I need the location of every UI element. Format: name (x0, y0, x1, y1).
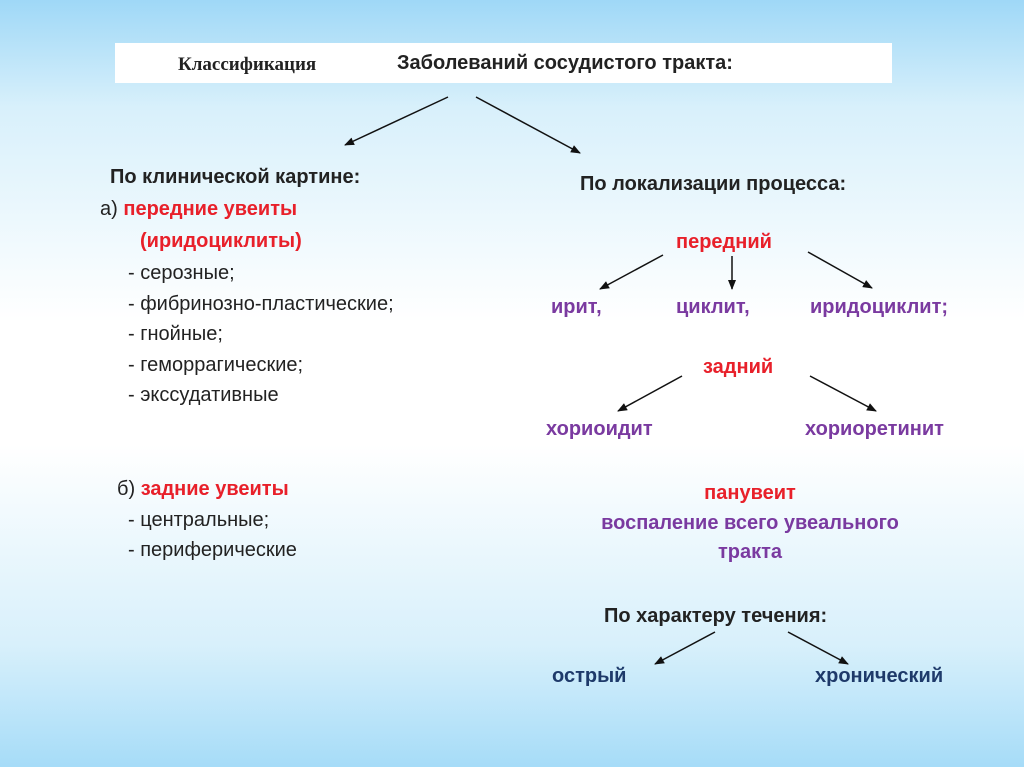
anterior-uveitis-label: передние увеиты (123, 198, 298, 220)
localization-heading: По локализации процесса: (580, 173, 847, 195)
arrow-anterior-iridocyclitis (807, 251, 873, 289)
arrow-course-acute (654, 631, 716, 665)
arrow-anterior-iritis (599, 254, 664, 290)
b-item-peripheral: - периферические (128, 539, 297, 561)
a-item-exudative: - экссудативные (128, 384, 279, 406)
cyclitis-node: циклит, (676, 296, 750, 318)
clinical-a-line: а) передние увеиты (100, 197, 297, 221)
panuveitis-node: панувеит (704, 482, 796, 504)
arrow-posterior-choroiditis (617, 375, 683, 412)
iridocyclitis-label: (иридоциклиты) (140, 230, 302, 252)
title-classification: Классификация (178, 54, 317, 75)
iritis-node: ирит, (551, 296, 602, 318)
title-box: Классификация Заболеваний сосудистого тр… (115, 43, 892, 83)
arrow-course-chronic (787, 631, 849, 665)
a-item-hemorrhagic: - геморрагические; (128, 354, 304, 376)
chronic-node: хронический (815, 665, 944, 687)
a-item-purulent: - гнойные; (128, 323, 223, 345)
a-item-fibrinous: - фибринозно-пластические; (128, 293, 394, 315)
panuveitis-desc-2: тракта (717, 541, 783, 563)
choroiditis-node: хориоидит (546, 418, 653, 440)
clinical-a-prefix: а) (100, 198, 118, 220)
iridocyclitis-node: иридоциклит; (810, 296, 949, 318)
b-item-central: - центральные; (128, 509, 270, 531)
clinical-heading: По клинической картине: (110, 166, 361, 188)
title-diseases: Заболеваний сосудистого тракта: (397, 52, 733, 74)
clinical-b-prefix: б) (117, 478, 136, 500)
chorioretinitis-node: хориоретинит (805, 418, 944, 440)
clinical-b-line: б) задние увеиты (117, 477, 289, 501)
arrow-title-left (344, 96, 449, 146)
panuveitis-desc-1: воспаление всего увеального (601, 512, 899, 534)
posterior-uveitis-label: задние увеиты (140, 478, 289, 500)
arrow-posterior-chorioretinitis (809, 375, 877, 412)
a-item-serous: - серозные; (128, 262, 235, 284)
acute-node: острый (552, 665, 627, 687)
posterior-node: задний (703, 356, 774, 378)
course-heading: По характеру течения: (604, 605, 828, 627)
anterior-node: передний (676, 231, 772, 253)
arrow-title-right (475, 96, 581, 154)
